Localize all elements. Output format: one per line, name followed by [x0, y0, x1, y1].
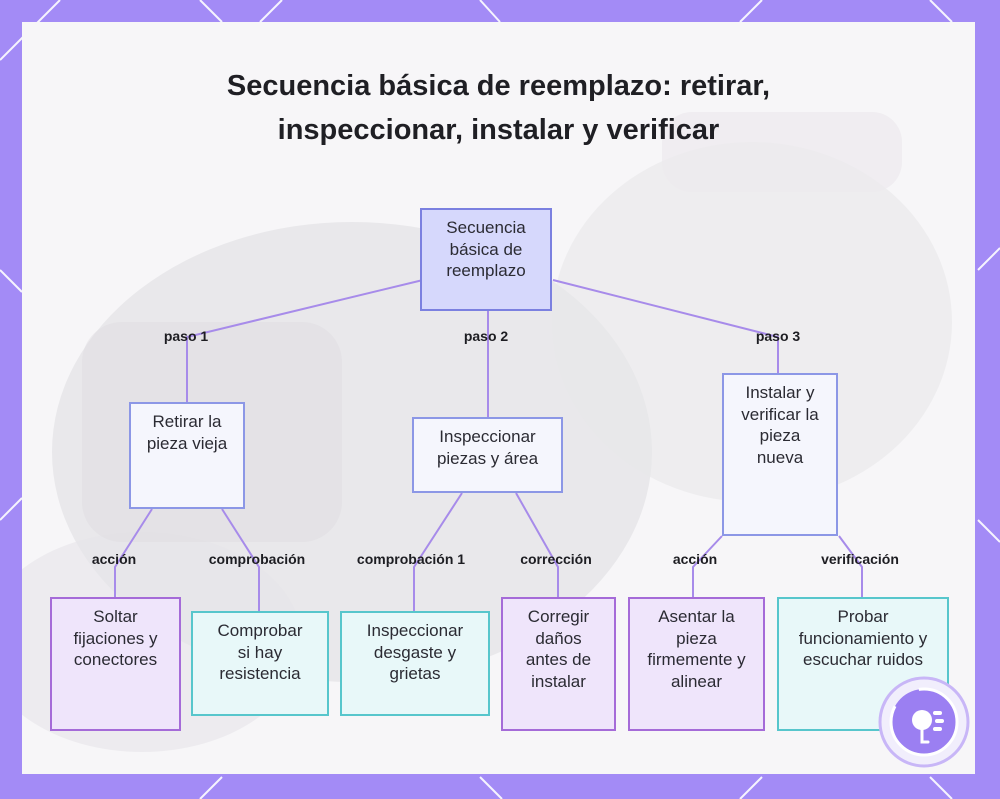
node-step3-label: Instalar y verificar la pieza nueva: [736, 382, 824, 468]
edge-root-step3: [553, 280, 778, 373]
edge-label-paso1: paso 1: [164, 328, 208, 344]
node-s1-action-label: Soltar fijaciones y conectores: [66, 606, 165, 671]
edge-root-step1: [187, 280, 423, 402]
node-step3: Instalar y verificar la pieza nueva: [722, 373, 838, 536]
node-s3-verify-label: Probar funcionamiento y escuchar ruidos: [791, 606, 935, 671]
node-step1: Retirar la pieza vieja: [129, 402, 245, 509]
node-s2-fix-label: Corregir daños antes de instalar: [517, 606, 600, 692]
edge-label-correccion: corrección: [520, 551, 592, 567]
node-root: Secuencia básica de reemplazo: [420, 208, 552, 311]
edge-label-paso2: paso 2: [464, 328, 508, 344]
edge-label-paso3: paso 3: [756, 328, 800, 344]
edge-label-comprobacion-1: comprobación 1: [357, 551, 465, 567]
node-s2-check-label: Inspeccionar desgaste y grietas: [354, 620, 476, 685]
node-s1-action: Soltar fijaciones y conectores: [50, 597, 181, 731]
node-root-label: Secuencia básica de reemplazo: [436, 217, 536, 282]
edge-label-verificacion: verificación: [821, 551, 899, 567]
node-s2-check: Inspeccionar desgaste y grietas: [340, 611, 490, 716]
edge-label-accion-1: acción: [92, 551, 136, 567]
edge-label-comprobacion: comprobación: [209, 551, 305, 567]
node-step1-label: Retirar la pieza vieja: [143, 411, 231, 454]
node-step2-label: Inspeccionar piezas y área: [426, 426, 549, 469]
edge-step2-fix: [516, 493, 558, 597]
node-s3-action-label: Asentar la pieza firmemente y alinear: [644, 606, 749, 692]
node-step2: Inspeccionar piezas y área: [412, 417, 563, 493]
node-s2-fix: Corregir daños antes de instalar: [501, 597, 616, 731]
node-s1-check-label: Comprobar si hay resistencia: [209, 620, 311, 685]
node-s3-action: Asentar la pieza firmemente y alinear: [628, 597, 765, 731]
brand-logo-icon: [878, 676, 970, 768]
diagram-panel: Secuencia básica de reemplazo: retirar, …: [22, 22, 975, 774]
node-s1-check: Comprobar si hay resistencia: [191, 611, 329, 716]
edge-label-accion-3: acción: [673, 551, 717, 567]
